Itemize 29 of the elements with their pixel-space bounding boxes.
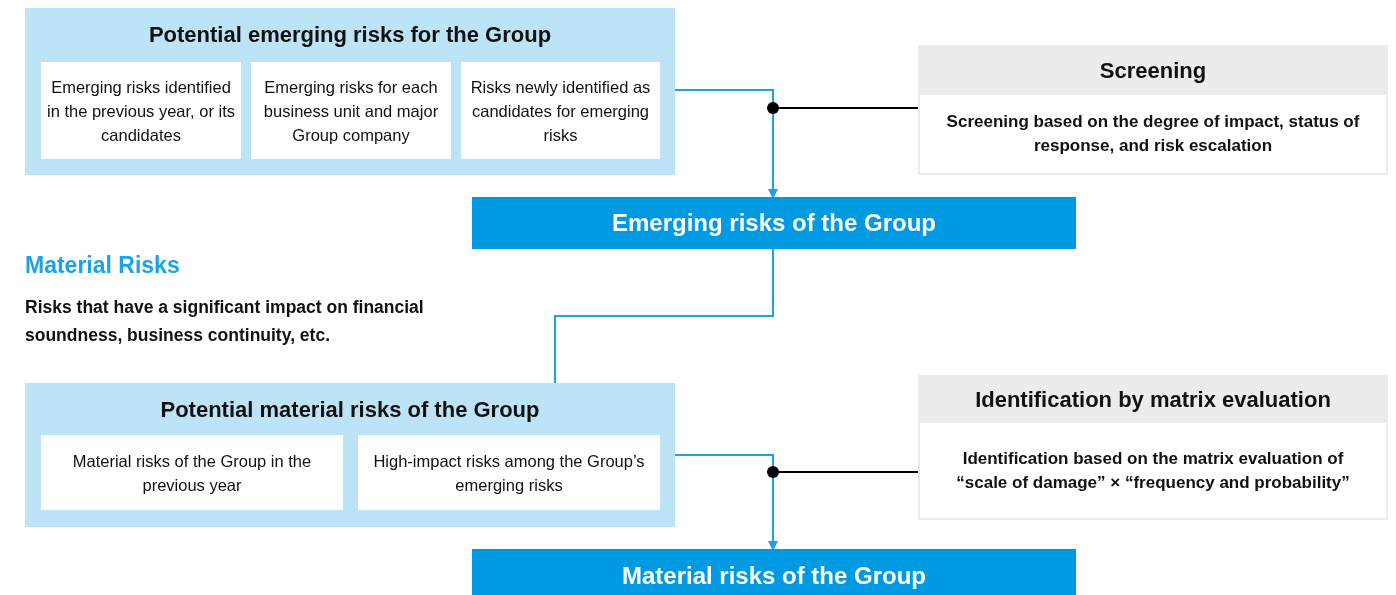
- group-heading: Potential emerging risks for the Group: [147, 22, 553, 48]
- panel-text: Identification based on the matrix evaluation of “scale of damage” × “frequency and probability”: [955, 447, 1351, 494]
- result-bar: Emerging risks of the Group: [472, 197, 1076, 249]
- risk-box: [41, 435, 343, 510]
- result-bar: Material risks of the Group: [472, 549, 1076, 595]
- box-text: Emerging risks for each business unit and major Group company: [262, 76, 440, 146]
- group-heading: Potential material risks of the Group: [159, 397, 541, 423]
- arrow: [674, 454, 778, 551]
- panel-heading: Screening: [920, 47, 1386, 95]
- process-panel: [918, 375, 1388, 520]
- junction-line: [767, 466, 919, 478]
- note-text: Risks that have a significant impact on financial soundness, business continuity, etc.: [25, 296, 425, 347]
- arrow: [674, 89, 778, 199]
- risk-box: [358, 435, 660, 510]
- panel-text: Screening based on the degree of impact, status of response, and risk escalation: [945, 111, 1361, 157]
- risk-box: [251, 62, 451, 159]
- group-panel: [25, 8, 675, 175]
- group-panel: [25, 383, 675, 527]
- box-text: High-impact risks among the Group’s emerging risks: [372, 450, 646, 496]
- process-panel: [918, 45, 1388, 175]
- heading: Material Risks: [25, 252, 181, 279]
- risk-box: [41, 62, 241, 159]
- risk-box: [461, 62, 660, 159]
- box-text: Risks newly identified as candidates for emerging risks: [469, 76, 652, 146]
- connector-line: [554, 248, 774, 384]
- panel-heading: Identification by matrix evaluation: [920, 377, 1386, 423]
- box-text: Material risks of the Group in the previous year: [71, 450, 313, 496]
- junction-line: [767, 102, 919, 114]
- box-text: Emerging risks identified in the previous year, or its candidates: [46, 76, 236, 146]
